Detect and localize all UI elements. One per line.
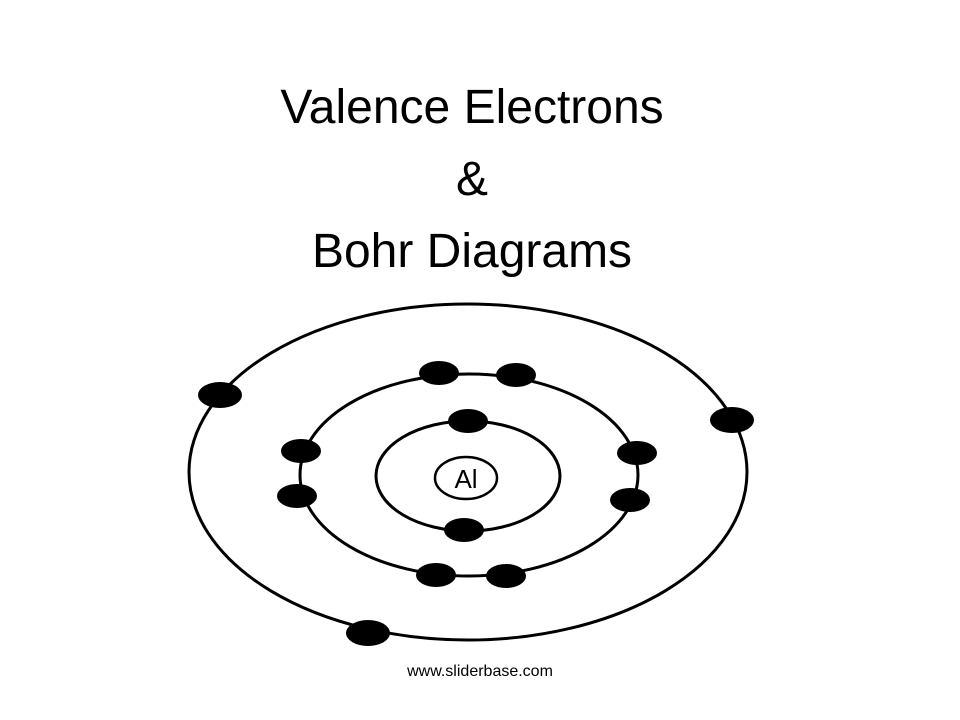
first-shell-electrons	[444, 409, 488, 542]
second-shell-electrons	[277, 361, 657, 588]
third-shell-orbit	[187, 302, 749, 642]
valence-electron	[346, 620, 390, 646]
electron	[617, 441, 657, 465]
electron	[277, 484, 317, 508]
nucleus	[433, 455, 499, 501]
title-line-1: Valence Electrons	[280, 81, 664, 134]
slide-title: Valence Electrons & Bohr Diagrams	[0, 72, 944, 288]
valence-electron	[198, 382, 242, 408]
title-line-3: Bohr Diagrams	[311, 225, 633, 278]
electron	[610, 488, 650, 512]
electron	[281, 439, 321, 463]
electron	[486, 564, 526, 588]
second-shell-orbit	[298, 372, 640, 578]
valence-electron	[710, 407, 754, 433]
title-ampersand: &	[455, 153, 488, 206]
electron	[448, 409, 488, 433]
electron	[419, 361, 459, 385]
electron	[496, 363, 536, 387]
electron	[416, 563, 456, 587]
element-symbol: Al	[454, 464, 477, 494]
third-shell-electrons	[198, 382, 754, 646]
footer-source-link[interactable]: www.sliderbase.com	[407, 663, 553, 680]
electron	[444, 518, 484, 542]
